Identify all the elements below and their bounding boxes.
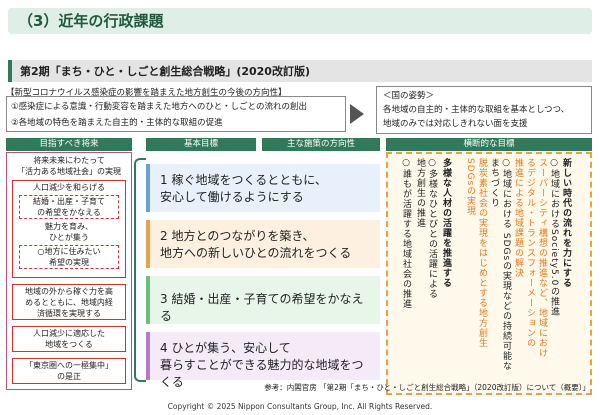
goal-4: 4 ひとが集う、安心して 暮らすことができる魅力的な地域をつくる: [146, 332, 380, 389]
context-label: 【新型コロナウイルス感染症の影響を踏まえた地方創生の今後の方向性】: [6, 88, 287, 98]
future-box-tokyo: 「東京圏への一極集中」 の是正: [12, 358, 126, 384]
goal-2: 2 地方とのつながりを築き、 地方への新しいひとの流れをつくる: [146, 220, 380, 268]
future-box-economy: 地域の外から稼ぐ力を高 めるとともに、地域内経 済循環を実現する: [12, 284, 126, 320]
future-box-line: めるとともに、地域内経: [25, 298, 113, 307]
stance-label: ＜国の姿勢＞: [383, 91, 435, 101]
cross-col1-line: スーパーシティ構想の推進など、地域におけ: [537, 158, 547, 358]
goal-line: 地方への新しいひとの流れをつくる: [160, 246, 352, 260]
cross-col1-line: ○地域における SDGsの実現などの持続可能な: [501, 158, 511, 372]
goal-1: 1 稼ぐ地域をつくるとともに、 安心して働けるようにする: [146, 164, 380, 212]
future-subbox: 魅力を育み、 ひとが集う: [19, 221, 119, 243]
cross-col1-line: 脱炭素社会の実現をはじめとする地方創生: [477, 158, 487, 348]
future-box-line: 地域をつくる: [45, 340, 93, 349]
future-box-line: 人口減少に適応した: [33, 329, 105, 338]
cross-col1-line: ○地域におけるSociety5.0の推進: [549, 158, 559, 317]
future-box-title: 人口減少を和らげる: [33, 183, 105, 192]
future-box-adapt: 人口減少に適応した 地域をつくる: [12, 326, 126, 352]
future-box-line: 地域の外から稼ぐ力を高: [25, 287, 113, 296]
goal-line: 安心して働けるようにする: [160, 190, 304, 204]
header-goals: 基本目標: [146, 138, 256, 151]
cross-col1-line: 推進による地域課題の解決: [513, 158, 523, 278]
goal-line: 4 ひとが集う、安心して: [160, 341, 291, 355]
future-box-line: の是正: [57, 372, 81, 381]
strategy-title: 第2期「まち・ひと・しごと創生総合戦略」(2020改訂版): [20, 65, 310, 78]
strategy-bar: [8, 60, 592, 82]
future-box-line: 済循環を実現する: [37, 309, 101, 318]
header-future: 目指すべき将来: [6, 138, 132, 151]
arrow-right-icon: [350, 104, 364, 124]
future-subbox-line: ひとが集う: [49, 233, 89, 242]
cross-col1-line: るデジタル・トランスフォーメーションの: [525, 158, 535, 348]
title-bar: [8, 8, 592, 34]
goal-line: 2 地方とのつながりを築き、: [160, 229, 315, 243]
cross-col1-title: 新しい時代の流れを力にする: [561, 158, 571, 288]
future-subbox-line: 希望の実現: [49, 258, 89, 267]
goal-3: 3 結婚・出産・子育ての希望をかなえる: [146, 276, 380, 324]
cross-col2-line: 地方創生の推進: [415, 158, 425, 228]
stance-line: 地域のみでは対応しきれない面を支援: [383, 119, 528, 129]
cross-col1-line: SDGsの実現: [465, 158, 475, 217]
cross-col2-title: 多様な人材の活躍を推進する: [441, 158, 451, 288]
context-box: ①感染症による意識・行動変容を踏まえた地方へのひと・しごとの流れの創出 ②各地域…: [6, 96, 346, 132]
future-subbox: ○地方に住みたい 希望の実現: [19, 245, 119, 269]
header-cross: 横断的な目標: [386, 138, 592, 151]
future-subbox-line: ○地方に住みたい: [37, 247, 101, 256]
future-subbox-line: 結婚・出産・子育て: [33, 197, 105, 206]
context-item: ①感染症による意識・行動変容を踏まえた地方へのひと・しごとの流れの創出: [11, 102, 308, 112]
cross-col2-line: ○誰もが活躍する地域社会の推進: [401, 158, 411, 309]
cross-col1-line: まちづくり: [489, 158, 499, 208]
future-subbox-line: の希望をかなえる: [37, 208, 101, 217]
goal-line: 3 結婚・出産・子育ての希望をかなえる: [160, 292, 364, 323]
copyright: Copyright © 2025 Nippon Consultants Grou…: [167, 402, 433, 411]
future-intro: 将来未来にわたって 「活力ある地域社会」の実現: [8, 155, 130, 177]
future-box-population: 人口減少を和らげる 結婚・出産・子育て の希望をかなえる 魅力を育み、 ひとが集…: [12, 180, 126, 278]
future-subbox-line: 魅力を育み、: [45, 222, 93, 231]
future-subbox: 結婚・出産・子育て の希望をかなえる: [19, 195, 119, 219]
context-item: ②各地域の特色を踏まえた自主的・主体的な取組の促進: [11, 118, 223, 128]
header-policy: 主な施策の方向性: [262, 138, 380, 151]
cross-cutting-box: [386, 152, 592, 395]
goal-line: 暮らすことができる魅力的な地域をつくる: [160, 358, 364, 389]
reference-note: 参考：内閣官房 「第2期「まち・ひと・しごと創生総合戦略」（2020改訂版）につ…: [264, 383, 590, 392]
future-intro-line: 「活力ある地域社会」の実現: [17, 167, 121, 176]
future-intro-line: 将来未来にわたって: [33, 156, 105, 165]
cross-col2-line: ○多様なひとびとの活躍による: [427, 158, 437, 299]
goal-line: 1 稼ぐ地域をつくるとともに、: [160, 173, 327, 187]
brace-icon: [134, 158, 146, 382]
stance-line: 各地域の自主的・主体的な取組を基本としつつ、: [383, 105, 570, 115]
stance-box: ＜国の姿勢＞ 各地域の自主的・主体的な取組を基本としつつ、 地域のみでは対応しき…: [376, 86, 592, 134]
future-box-line: 「東京圏への一極集中」: [25, 361, 113, 370]
page-title: （3）近年の行政課題: [18, 12, 164, 30]
